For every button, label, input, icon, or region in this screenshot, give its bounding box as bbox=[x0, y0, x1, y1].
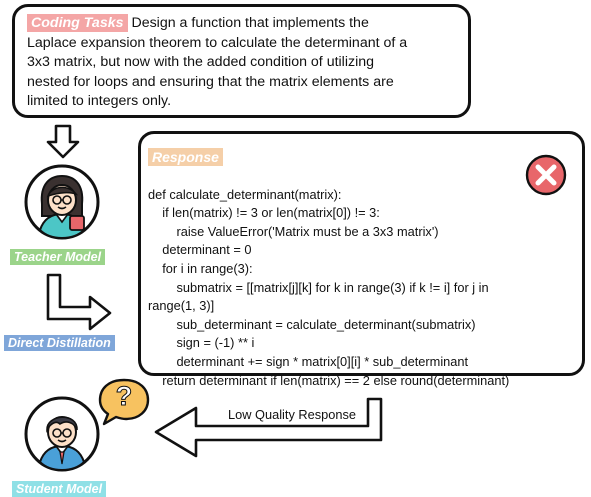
down-arrow-icon bbox=[46, 124, 80, 159]
task-line-3: 3x3 matrix, but now with the added condi… bbox=[27, 54, 375, 70]
low-quality-response-label: Low Quality Response bbox=[228, 407, 357, 422]
task-line-2: Laplace expansion theorem to calculate t… bbox=[27, 34, 408, 51]
code-line: range(1, 3)] bbox=[148, 298, 215, 314]
code-line: return determinant if len(matrix) == 2 e… bbox=[148, 372, 510, 388]
code-line: submatrix = [[matrix[j][k] for k in rang… bbox=[148, 279, 489, 295]
task-line-4: nested for loops and ensuring that the m… bbox=[27, 73, 394, 90]
direct-distillation-label: Direct Distillation bbox=[4, 335, 115, 351]
code-line: determinant += sign * matrix[0][i] * sub… bbox=[148, 353, 469, 369]
code-line: for i in range(3): bbox=[148, 260, 253, 276]
response-tag: Response bbox=[148, 148, 223, 166]
code-line: sign = (-1) ** i bbox=[148, 335, 255, 351]
question-bubble-icon bbox=[98, 378, 150, 426]
code-line: determinant = 0 bbox=[148, 242, 252, 258]
coding-tasks-tag: Coding Tasks bbox=[27, 14, 128, 32]
teacher-model-label: Teacher Model bbox=[10, 249, 106, 265]
coding-task-box: Coding Tasks Design a function that impl… bbox=[12, 4, 471, 118]
code-line: raise ValueError('Matrix must be a 3x3 m… bbox=[148, 223, 439, 239]
student-model-label: Student Model bbox=[12, 481, 107, 497]
code-line: if len(matrix) != 3 or len(matrix[0]) !=… bbox=[148, 205, 380, 221]
code-block: def calculate_determinant(matrix): if le… bbox=[148, 167, 576, 390]
teacher-avatar-icon bbox=[24, 164, 100, 240]
bent-arrow-icon bbox=[46, 273, 112, 331]
code-line: def calculate_determinant(matrix): bbox=[148, 186, 342, 202]
question-mark: ? bbox=[115, 381, 133, 412]
task-text: Coding Tasks Design a function that impl… bbox=[27, 14, 458, 112]
task-line-1: Design a function that implements the bbox=[131, 15, 369, 31]
error-x-icon bbox=[525, 154, 567, 196]
left-arrow-icon bbox=[154, 397, 383, 458]
response-box: Response def calculate_determinant(matri… bbox=[138, 131, 585, 388]
code-line: sub_determinant = calculate_determinant(… bbox=[148, 316, 476, 332]
task-line-5: limited to integers only. bbox=[27, 93, 172, 109]
student-avatar-icon bbox=[24, 396, 100, 472]
